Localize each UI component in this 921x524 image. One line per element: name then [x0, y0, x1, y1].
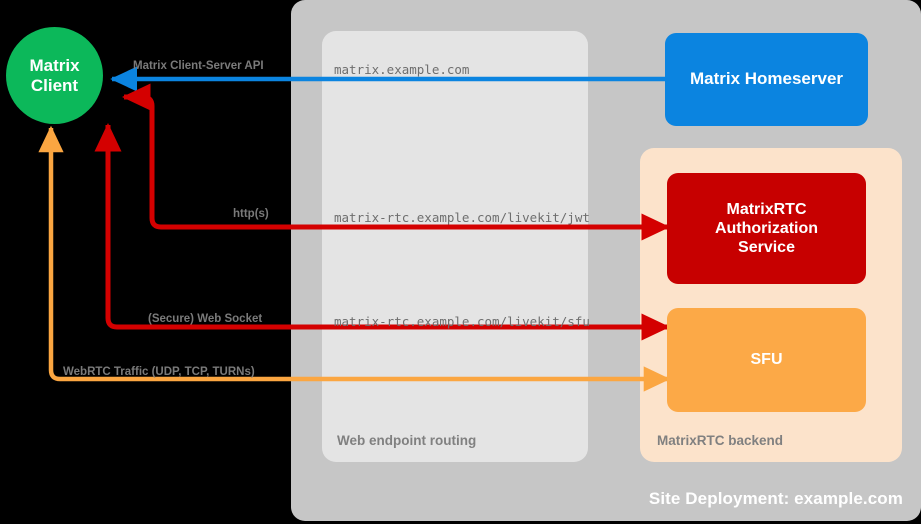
node-matrix-client[interactable]: Matrix Client — [6, 27, 103, 124]
endpoint-label-livekit-jwt: matrix-rtc.example.com/livekit/jwt — [334, 210, 590, 225]
matrix-client-line2: Client — [30, 75, 79, 95]
edge-label-secure-web-socket: (Secure) Web Socket — [148, 313, 263, 325]
edge-webrtc-traffic — [38, 125, 665, 379]
node-matrix-homeserver[interactable]: Matrix Homeserver — [665, 33, 868, 126]
matrix-client-line1: Matrix — [29, 56, 80, 76]
edge-label-https: http(s) — [233, 208, 269, 220]
edge-secure-web-socket — [94, 123, 660, 330]
matrix-homeserver-label: Matrix Homeserver — [689, 69, 844, 89]
site-deployment-label: Site Deployment: example.com — [648, 489, 903, 508]
web-endpoint-routing-container: Web endpoint routing — [322, 31, 588, 462]
auth-service-line3: Service — [738, 239, 795, 257]
endpoint-label-livekit-sfu: matrix-rtc.example.com/livekit/sfu — [334, 314, 590, 329]
edge-https-jwt — [122, 83, 660, 230]
web-endpoint-routing-label: Web endpoint routing — [337, 433, 477, 448]
sfu-label: SFU — [750, 351, 783, 369]
auth-service-line1: MatrixRTC — [726, 200, 807, 218]
edge-label-matrix-client-server-api: Matrix Client-Server API — [133, 60, 264, 72]
node-matrixrtc-authorization-service[interactable]: MatrixRTC Authorization Service — [667, 173, 866, 284]
edge-label-webrtc-traffic: WebRTC Traffic (UDP, TCP, TURNs) — [63, 366, 255, 378]
auth-service-line2: Authorization — [714, 219, 819, 237]
endpoint-label-matrix-example-com: matrix.example.com — [334, 62, 470, 77]
matrixrtc-backend-label: MatrixRTC backend — [657, 433, 784, 448]
node-sfu[interactable]: SFU — [667, 308, 866, 412]
